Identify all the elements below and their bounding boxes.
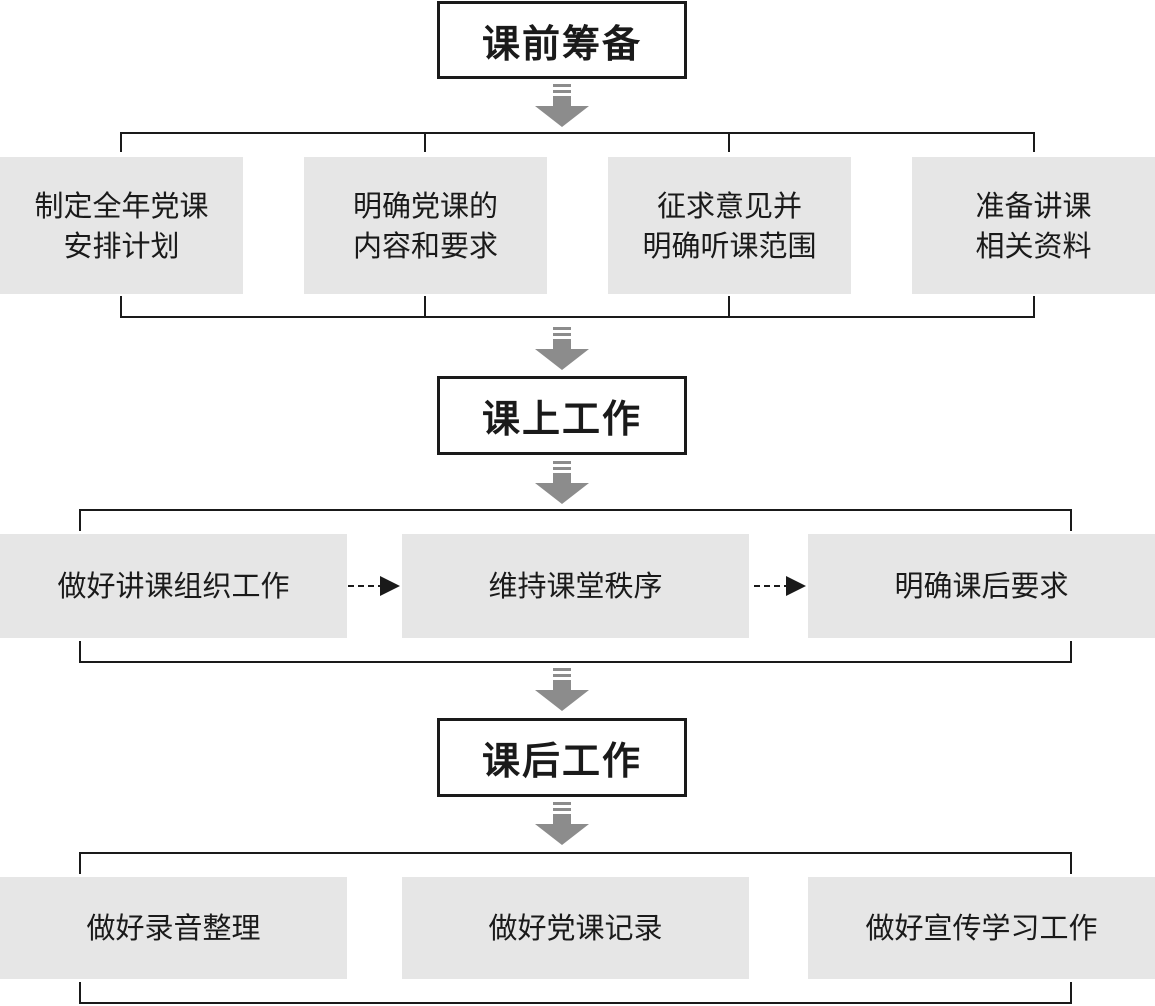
- step-annual-plan: 制定全年党课 安排计划: [0, 157, 243, 294]
- step-audio-transcription: 做好录音整理: [0, 877, 347, 979]
- bracket-bottom-1: [120, 296, 1035, 318]
- step-organize-lecture: 做好讲课组织工作: [0, 534, 347, 638]
- bracket-bottom-2: [79, 641, 1072, 663]
- bracket-top-1: [120, 132, 1035, 152]
- step-line: 相关资料: [975, 228, 1092, 263]
- down-arrow-icon: [535, 802, 589, 845]
- step-line: 做好录音整理: [86, 911, 261, 945]
- step-prepare-materials: 准备讲课 相关资料: [912, 157, 1155, 294]
- step-line: 制定全年党课: [34, 188, 209, 223]
- step-line: 明确党课的: [352, 188, 498, 223]
- down-arrow-icon: [535, 461, 589, 504]
- down-arrow-icon: [535, 84, 589, 127]
- step-lecture-records: 做好党课记录: [402, 877, 749, 979]
- step-publicity-study: 做好宣传学习工作: [808, 877, 1155, 979]
- bracket-bottom-3: [79, 982, 1072, 1004]
- bracket-top-2: [79, 509, 1072, 531]
- step-after-class-requirements: 明确课后要求: [808, 534, 1155, 638]
- down-arrow-icon: [535, 668, 589, 711]
- step-line: 做好讲课组织工作: [57, 569, 290, 603]
- step-line: 做好宣传学习工作: [865, 911, 1098, 945]
- step-content-requirements: 明确党课的 内容和要求: [304, 157, 547, 294]
- step-solicit-opinions: 征求意见并 明确听课范围: [608, 157, 851, 294]
- step-line: 准备讲课: [975, 188, 1092, 223]
- step-maintain-order: 维持课堂秩序: [402, 534, 749, 638]
- bracket-top-3: [79, 852, 1072, 874]
- step-line: 安排计划: [63, 228, 180, 263]
- step-line: 明确课后要求: [894, 569, 1069, 603]
- step-line: 做好党课记录: [488, 911, 663, 945]
- phase-title-pre-class: 课前筹备: [437, 1, 687, 79]
- step-line: 内容和要求: [352, 228, 498, 263]
- step-line: 明确听课范围: [642, 228, 817, 263]
- down-arrow-icon: [535, 327, 589, 370]
- step-line: 征求意见并: [656, 188, 802, 223]
- step-line: 维持课堂秩序: [488, 569, 663, 603]
- phase-title-post-class: 课后工作: [437, 718, 687, 797]
- phase-title-in-class: 课上工作: [437, 376, 687, 455]
